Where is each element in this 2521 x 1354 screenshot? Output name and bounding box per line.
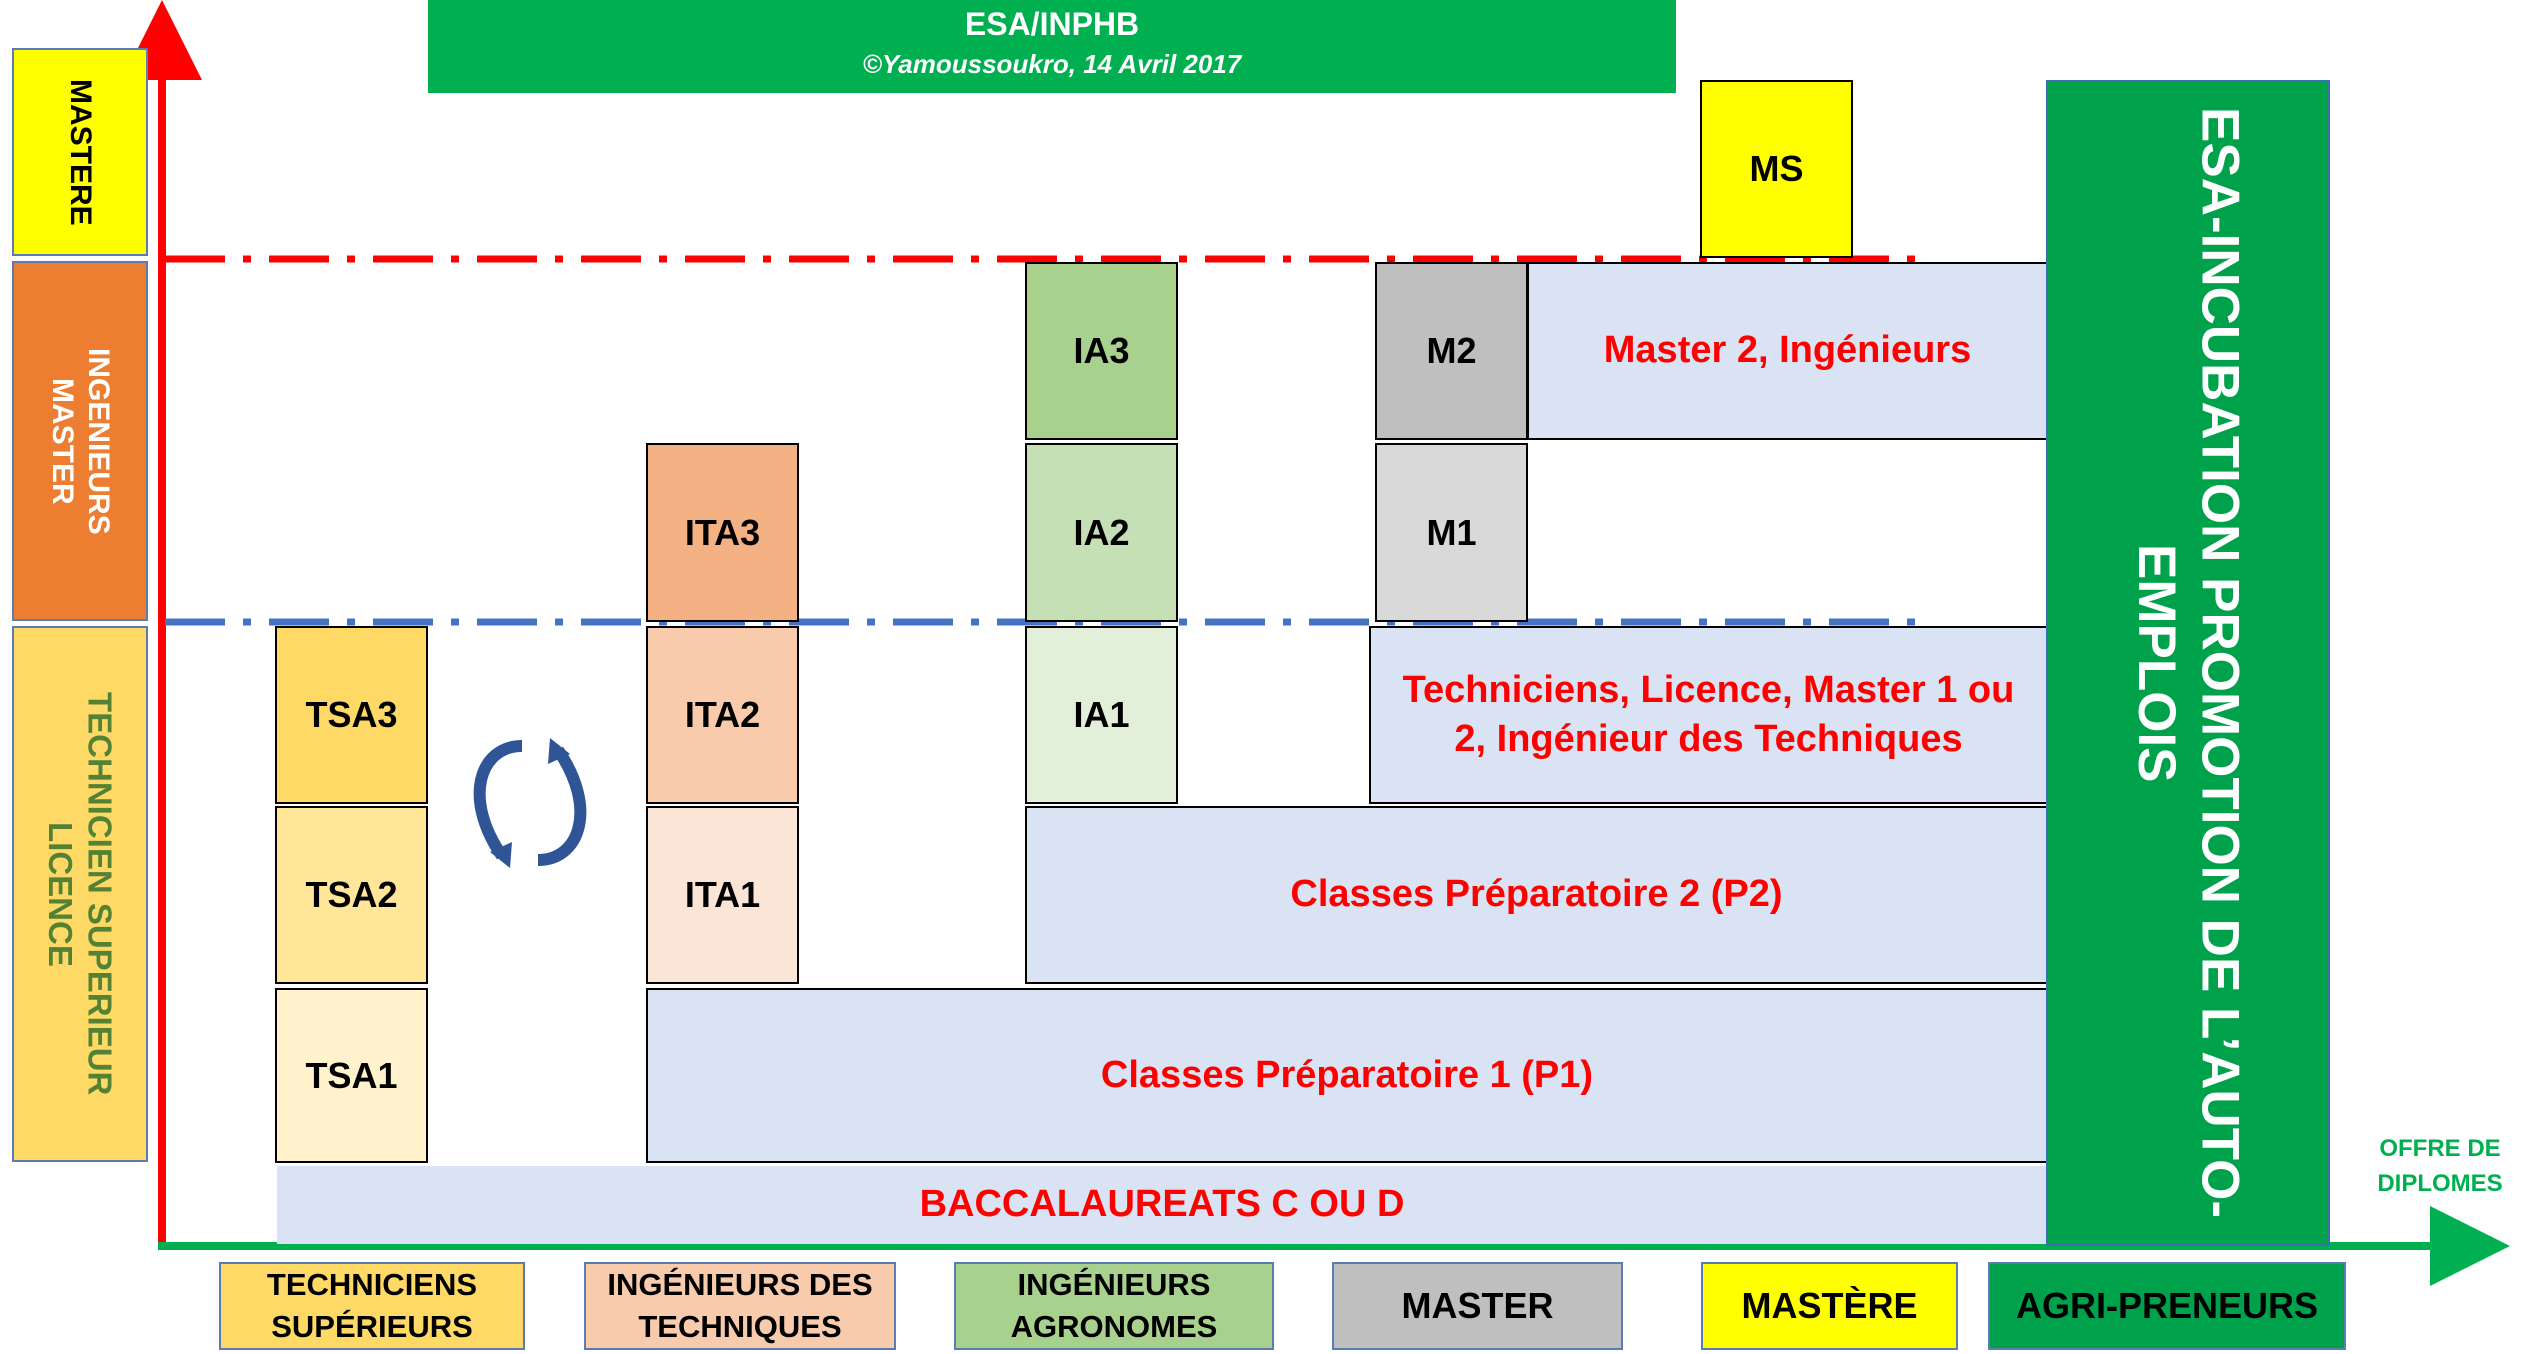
level-mastere-label: MASTERE [64,78,97,226]
bar-p1: Classes Préparatoire 1 (P1) [646,988,2048,1163]
bar-p1-label: Classes Préparatoire 1 (P1) [1100,1053,1594,1096]
cell-ia2: IA2 [1025,443,1178,622]
cell-ia3: IA3 [1025,262,1178,440]
cell-tsa3: TSA3 [275,626,428,804]
bar-p2: Classes Préparatoire 2 (P2) [1025,806,2048,984]
bar-techniciens-label: Techniciens, Licence, Master 1 ou 2, Ing… [1402,668,2015,760]
bar-baccalaureats: BACCALAUREATS C OU D [277,1166,2047,1244]
header-subtitle: ©Yamoussoukro, 14 Avril 2017 [862,49,1242,79]
cell-ita1: ITA1 [646,806,799,984]
cell-ms: MS [1700,80,1853,258]
cell-m1: M1 [1375,443,1528,622]
legend-techniciens-superieurs: TECHNICIENS SUPÉRIEURS [219,1262,525,1350]
axis-label-offre-diplomes: OFFRE DE DIPLOMES [2377,1135,2503,1197]
bar-master2-label: Master 2, Ingénieurs [1603,329,1972,372]
cell-ita3: ITA3 [646,443,799,622]
level-technicien-label: TECHNICIEN SUPERIEUR LICENCE [42,692,119,1096]
level-mastere: MASTERE [12,48,148,256]
cycle-arrows-icon [473,738,587,868]
header-banner: ESA/INPHB ©Yamoussoukro, 14 Avril 2017 [428,0,1676,93]
cell-ita2: ITA2 [646,626,799,804]
legend-agripreneurs: AGRI-PRENEURS [1988,1262,2346,1350]
legend-master: MASTER [1332,1262,1623,1350]
incubation-panel: ESA-INCUBATION PROMOTION DE L’AUTO-EMPLO… [2046,80,2330,1246]
level-technicien-licence: TECHNICIEN SUPERIEUR LICENCE [12,626,148,1162]
incubation-label: ESA-INCUBATION PROMOTION DE L’AUTO-EMPLO… [2127,107,2250,1219]
bar-p2-label: Classes Préparatoire 2 (P2) [1290,873,1783,916]
cell-tsa1: TSA1 [275,988,428,1163]
level-ingenieurs-master: INGENIEURS MASTER [12,261,148,621]
legend-ingenieurs-agronomes: INGÉNIEURS AGRONOMES [954,1262,1274,1350]
bar-techniciens-licence: Techniciens, Licence, Master 1 ou 2, Ing… [1369,626,2048,804]
cell-tsa2: TSA2 [275,806,428,984]
legend-ingenieurs-techniques: INGÉNIEURS DES TECHNIQUES [584,1262,896,1350]
legend-mastere: MASTÈRE [1701,1262,1958,1350]
cell-ia1: IA1 [1025,626,1178,804]
bar-baccalaureats-label: BACCALAUREATS C OU D [919,1183,1405,1226]
header-title: ESA/INPHB [964,6,1140,42]
cell-m2: M2 [1375,262,1528,440]
level-ingenieurs-label: INGENIEURS MASTER [46,347,115,535]
bar-master2-ingenieurs: Master 2, Ingénieurs [1527,262,2048,440]
